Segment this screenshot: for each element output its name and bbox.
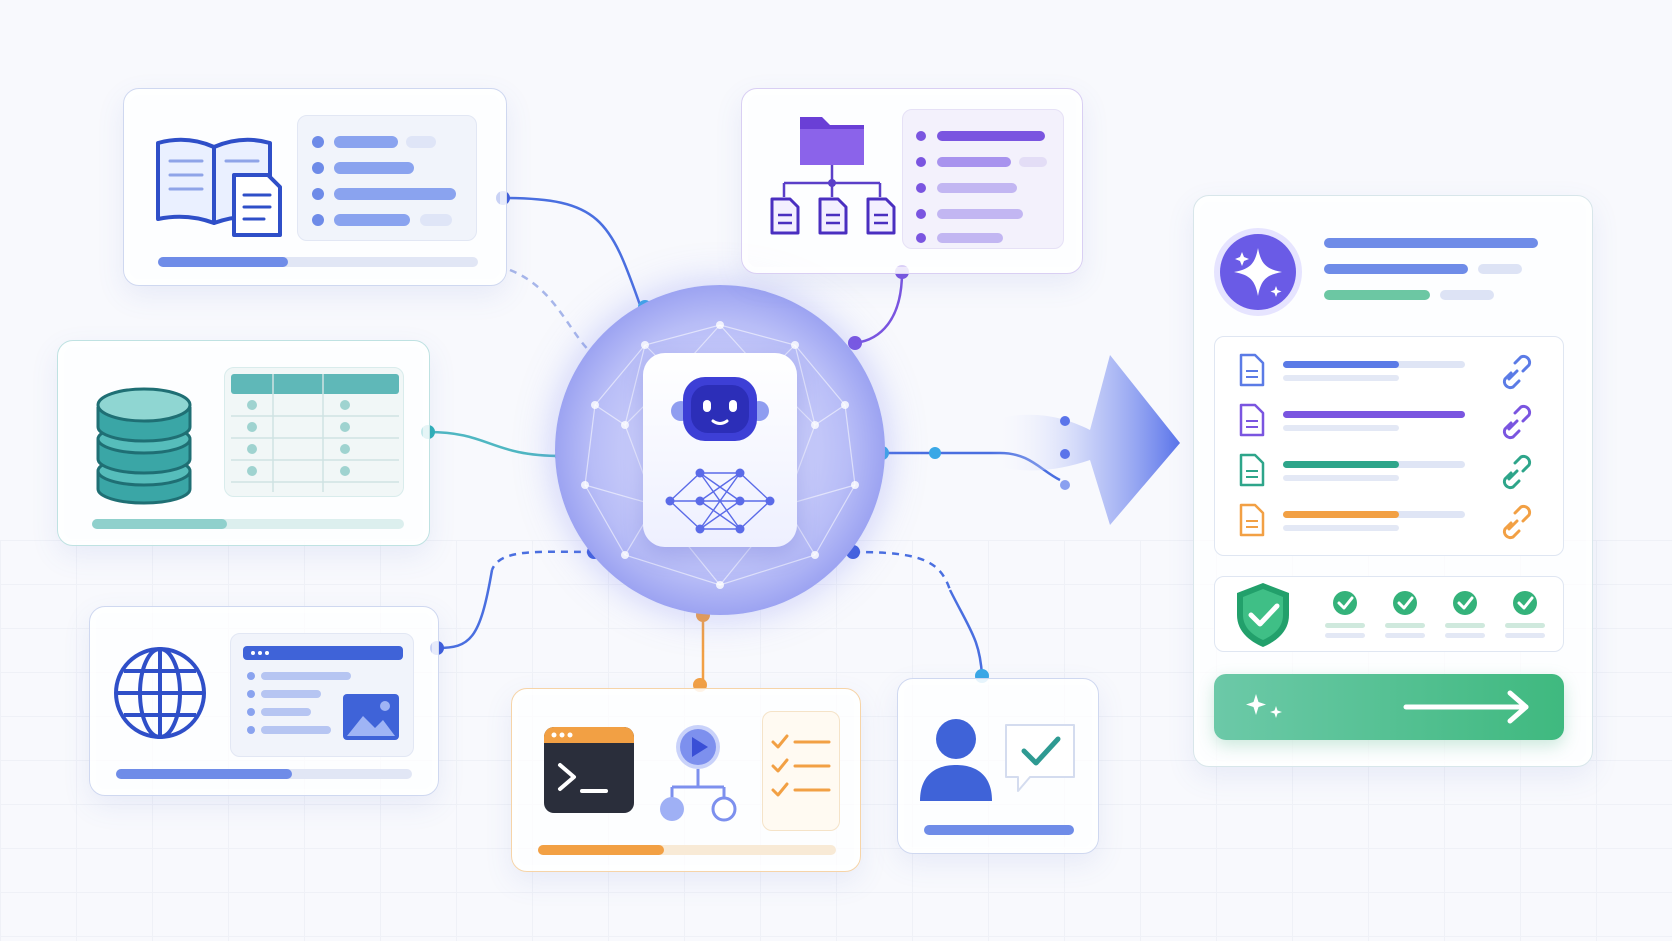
verification-panel (1214, 576, 1564, 652)
knowledge-list-panel (297, 115, 477, 241)
citation-row (1239, 403, 1532, 440)
approval-progress-bar (924, 825, 1074, 835)
link-icon[interactable] (1502, 454, 1532, 490)
continue-action-button[interactable] (1214, 674, 1564, 740)
terminal-icon (544, 727, 634, 813)
connector-dot (848, 336, 862, 350)
citation-subline (1283, 375, 1399, 381)
citation-subline (1283, 525, 1399, 531)
sparkle-icon (1214, 228, 1302, 316)
knowledge-source-card (123, 88, 507, 286)
check-label-line (1505, 623, 1545, 628)
verification-checks (1325, 591, 1545, 638)
document-icon (1239, 503, 1265, 537)
web-source-card (89, 606, 439, 796)
globe-icon (114, 647, 206, 739)
check-label-line (1325, 633, 1365, 638)
user-icon (920, 719, 992, 801)
ai-agent-hub (555, 285, 885, 615)
approval-bubble-icon (1005, 724, 1075, 792)
check-label-line (1385, 623, 1425, 628)
citation-row (1239, 503, 1532, 540)
task-checklist-panel (762, 711, 840, 831)
agent-core-card (643, 353, 797, 547)
open-book-document-icon (156, 137, 282, 237)
check-label-line (1445, 633, 1485, 638)
arrow-right-icon (1403, 690, 1529, 724)
folder-tree-icon (770, 117, 896, 235)
check-circle-icon (1453, 591, 1477, 615)
check-label-line (1325, 623, 1365, 628)
neural-network-icon (665, 468, 775, 534)
citation-line-fill (1283, 511, 1399, 518)
link-icon[interactable] (1502, 354, 1532, 390)
database-progress-fill (92, 519, 227, 529)
database-progress-track (92, 519, 404, 529)
document-icon (1239, 403, 1265, 437)
citation-line-fill (1283, 411, 1465, 418)
citations-list (1239, 353, 1532, 540)
citation-line-fill (1283, 361, 1399, 368)
database-table-grid (231, 374, 399, 492)
web-page-content (243, 646, 403, 740)
citation-subline (1283, 475, 1399, 481)
citation-row (1239, 353, 1532, 390)
connector-database (427, 430, 563, 458)
code-progress-track (538, 845, 836, 855)
database-source-card (57, 340, 430, 546)
connector-human-dashed (852, 550, 952, 591)
robot-icon (671, 377, 769, 441)
checklist-icon (771, 734, 831, 797)
knowledge-progress-track (158, 257, 478, 267)
human-approval-card (897, 678, 1099, 854)
files-source-card (741, 88, 1083, 274)
shield-check-icon (1237, 583, 1289, 647)
check-label-line (1445, 623, 1485, 628)
knowledge-list-rows (312, 136, 456, 226)
knowledge-progress-fill (158, 257, 288, 267)
database-table-panel (224, 367, 404, 497)
answer-summary-lines (1324, 238, 1538, 300)
document-icon (1239, 453, 1265, 487)
code-progress-fill (538, 845, 664, 855)
connector-dot (929, 447, 941, 459)
connector-web-dashed (490, 550, 595, 571)
check-circle-icon (1393, 591, 1417, 615)
document-icon (1239, 353, 1265, 387)
connector-knowledge (502, 196, 642, 306)
sparkles-icon (1246, 694, 1282, 718)
web-progress-fill (116, 769, 292, 779)
connector-web (436, 569, 494, 650)
code-workflow-card (511, 688, 861, 872)
connector-files (854, 271, 904, 345)
answer-output-card (1193, 195, 1593, 767)
output-arrow-icon (990, 355, 1180, 525)
link-icon[interactable] (1502, 404, 1532, 440)
check-label-line (1505, 633, 1545, 638)
connector-knowledge-dashed (509, 268, 601, 362)
check-circle-icon (1513, 591, 1537, 615)
workflow-play-icon (660, 725, 737, 822)
files-list-panel (902, 109, 1064, 249)
citation-row (1239, 453, 1532, 490)
check-circle-icon (1333, 591, 1357, 615)
citations-panel (1214, 336, 1564, 556)
citation-line-fill (1283, 461, 1399, 468)
files-list-rows (916, 131, 1047, 243)
connector-human (948, 589, 984, 677)
check-label-line (1385, 633, 1425, 638)
citation-subline (1283, 425, 1399, 431)
database-icon (96, 387, 192, 505)
link-icon[interactable] (1502, 504, 1532, 540)
web-page-panel (230, 633, 414, 757)
